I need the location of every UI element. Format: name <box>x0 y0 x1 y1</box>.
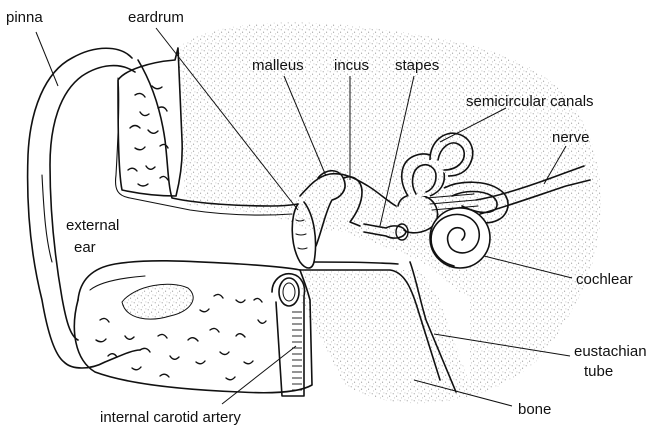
label-eustachian: eustachian <box>574 343 647 360</box>
pinna-leader <box>36 32 58 86</box>
pinna-inner-fold <box>50 66 135 340</box>
label-external: external <box>66 217 119 234</box>
label-incus: incus <box>334 57 369 74</box>
cochlea-body <box>430 208 490 268</box>
label-malleus: malleus <box>252 57 304 74</box>
label-ear: ear <box>74 239 96 256</box>
label-bone: bone <box>518 401 551 418</box>
upper-cartilage-block <box>118 48 182 196</box>
carotid-hatching <box>292 312 302 390</box>
label-cochlear: cochlear <box>576 271 633 288</box>
middle-ear-floor <box>314 262 398 264</box>
label-semicircular-canals: semicircular canals <box>466 93 594 110</box>
lower-cartilage-block <box>74 270 312 393</box>
upper-cartilage-texture <box>128 86 168 186</box>
ear-canal-lower-inner <box>90 276 145 290</box>
bone-stipple-region <box>178 23 601 404</box>
label-nerve: nerve <box>552 129 590 146</box>
label-internal-carotid-artery: internal carotid artery <box>100 409 241 426</box>
label-eardrum: eardrum <box>128 9 184 26</box>
label-stapes: stapes <box>395 57 439 74</box>
bone-cavity <box>122 284 193 319</box>
label-tube: tube <box>584 363 613 380</box>
carotid-lumen <box>279 278 299 306</box>
label-pinna: pinna <box>6 9 43 26</box>
